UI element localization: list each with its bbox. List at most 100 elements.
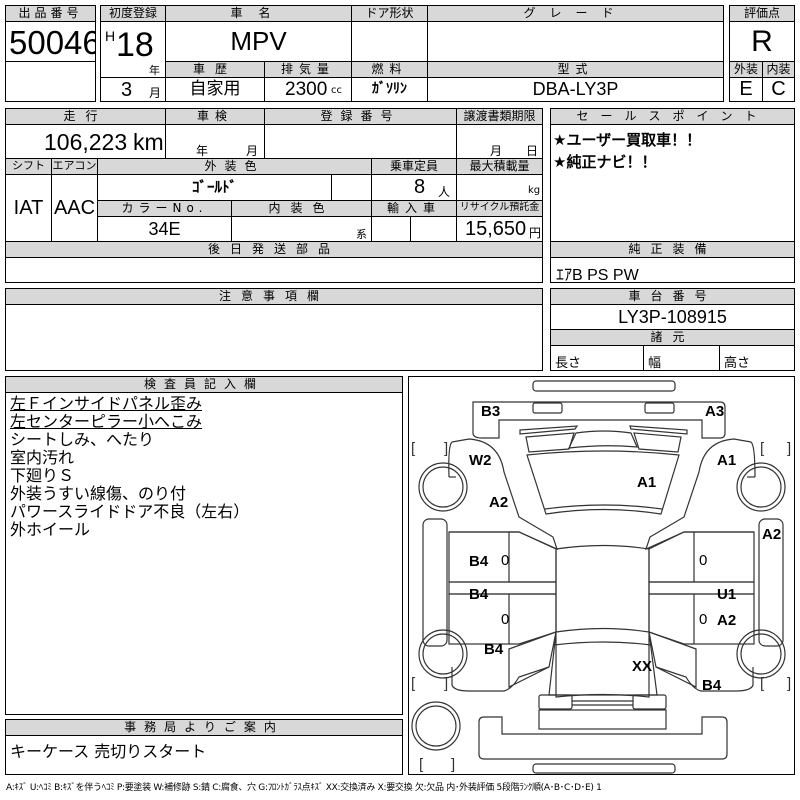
notes-cell	[5, 304, 543, 371]
grade-cell	[427, 21, 724, 62]
damage-mark: A2	[717, 612, 736, 629]
inspection-month-unit: 月	[246, 144, 259, 158]
lot-number: 50046	[9, 24, 96, 61]
sales-point-line: ★ユーザー買取車！！	[553, 131, 702, 149]
shift-label: シフト	[5, 158, 52, 175]
damage-mark: A2	[489, 494, 508, 511]
equipment-value: ｴｱB PS PW	[556, 267, 639, 283]
score-cell: R	[729, 21, 795, 62]
damage-mark: U1	[717, 586, 736, 603]
mileage-cell: 106,223 km	[5, 124, 166, 159]
office-cell: キーケース 売切りスタート	[5, 735, 403, 775]
sales-points-label: セールスポイント	[550, 108, 795, 125]
history-cell: 自家用	[165, 77, 265, 102]
damage-diagram: [ ] [ ] [ ] [ ] [ ] B3 A3 W2 A1 A1 A2 A2…	[408, 376, 795, 775]
office-value: キーケース 売切りスタート	[10, 742, 207, 761]
capacity-cell: 8 人	[371, 174, 457, 201]
transfer-deadline-day-unit: 日	[526, 144, 539, 158]
damage-mark: B4	[469, 586, 489, 603]
model-code-label: 型式	[427, 61, 724, 78]
car-name-cell: MPV	[165, 21, 352, 62]
specs-height-cell: 高さ	[719, 345, 795, 371]
registration-label: 初度登録	[100, 5, 166, 22]
damage-mark: A2	[762, 526, 781, 543]
exterior-color-label: 外装色	[97, 158, 372, 175]
car-outline: [ ] [ ] [ ] [ ] [ ] B3 A3 W2 A1 A1 A2 A2…	[411, 380, 791, 774]
mileage-value: 106,223	[44, 129, 128, 155]
inspection-label: 車検	[165, 108, 265, 125]
door-type-label: ドア形状	[351, 5, 428, 22]
capacity-value: 8	[414, 176, 426, 198]
color-no-cell: 34E	[97, 216, 232, 242]
score-exterior-value: E	[739, 78, 753, 100]
score-interior-cell: C	[762, 77, 795, 102]
bracket-left-top-close: ]	[444, 440, 448, 457]
color-no-value: 34E	[148, 219, 181, 239]
transfer-deadline-cell: 月 日	[456, 124, 543, 159]
displacement-cell: 2300 cc	[264, 77, 352, 102]
import-label: 輸入車	[371, 200, 457, 217]
inspector-cell: 左Ｆインサイドパネル歪み 左センターピラー小へこみ シートしみ、へたり 室内汚れ…	[5, 392, 403, 715]
recycle-unit: 円	[529, 226, 542, 240]
chassis-cell: LY3P-108915	[550, 304, 795, 330]
damage-mark: A3	[705, 403, 724, 420]
equipment-label: 純正装備	[550, 241, 795, 258]
damage-mark: A1	[717, 452, 736, 469]
transfer-deadline-label: 譲渡書類期限	[456, 108, 543, 125]
fuel-label: 燃料	[351, 61, 428, 78]
specs-length-label: 長さ	[555, 356, 582, 371]
inspector-note: 室内汚れ	[10, 448, 75, 467]
aircon-label: エアコン	[51, 158, 98, 175]
inspector-note: パワースライドドア不良（左右）	[10, 502, 250, 521]
exterior-color-cell: ｺﾞｰﾙﾄﾞ	[97, 174, 332, 201]
specs-width-label: 幅	[648, 356, 662, 371]
score-exterior-label: 外装	[729, 61, 763, 78]
recycle-label: リサイクル預託金	[456, 200, 543, 217]
transfer-deadline-month-unit: 月	[490, 144, 503, 158]
aircon-value: AAC	[53, 197, 96, 219]
score-label: 評価点	[729, 5, 795, 22]
import-cell-2	[410, 216, 457, 242]
bracket-spare-close: ]	[451, 756, 455, 773]
registration-month: 3	[121, 79, 133, 101]
lot-value-cell: 50046	[5, 21, 96, 62]
displacement-value: 2300	[285, 79, 328, 100]
bracket-right-bottom-close: ]	[787, 675, 791, 692]
max-load-label: 最大積載量	[456, 158, 543, 175]
chassis-value: LY3P-108915	[618, 307, 727, 327]
lot-label: 出品番号	[5, 5, 96, 22]
registration-year-cell: H 18 年	[100, 21, 166, 78]
car-name-label: 車名	[165, 5, 352, 22]
door-type-cell	[351, 21, 428, 62]
grade-label: グレード	[427, 5, 724, 22]
sales-point-line: ★純正ナビ！！	[553, 153, 657, 171]
color-no-label: カラーNo.	[97, 200, 232, 217]
lot-blank-cell	[5, 61, 96, 102]
bracket-left-bottom-close: ]	[444, 675, 448, 692]
chassis-label: 車台番号	[550, 288, 795, 305]
bracket-right-bottom: [	[760, 675, 765, 692]
damage-mark: A1	[637, 474, 656, 491]
recycle-cell: 15,650 円	[456, 216, 543, 242]
score-value: R	[751, 25, 773, 58]
registration-month-unit: 月	[149, 86, 162, 100]
capacity-label: 乗車定員	[371, 158, 457, 175]
specs-length-cell: 長さ	[550, 345, 644, 371]
inspection-cell: 年 月	[165, 124, 265, 159]
displacement-label: 排気量	[264, 61, 352, 78]
inspector-note: 外ホイール	[10, 520, 91, 539]
inspector-note: シートしみ、へたり	[10, 430, 155, 449]
reg-number-label: 登録番号	[264, 108, 457, 125]
aircon-cell: AAC	[51, 174, 98, 242]
score-interior-label: 内装	[762, 61, 795, 78]
reg-number-cell	[264, 124, 457, 159]
notes-label: 注意事項欄	[5, 288, 543, 305]
damage-mark: W2	[469, 452, 492, 469]
door-zero-mark: 0	[501, 611, 509, 628]
bracket-right-top: [	[760, 440, 765, 457]
inspector-note: 左センターピラー小へこみ	[10, 412, 203, 431]
door-zero-mark: 0	[699, 611, 707, 628]
shift-value: IAT	[13, 197, 44, 219]
inspection-year-unit: 年	[196, 144, 209, 158]
registration-year-unit: 年	[149, 64, 160, 77]
